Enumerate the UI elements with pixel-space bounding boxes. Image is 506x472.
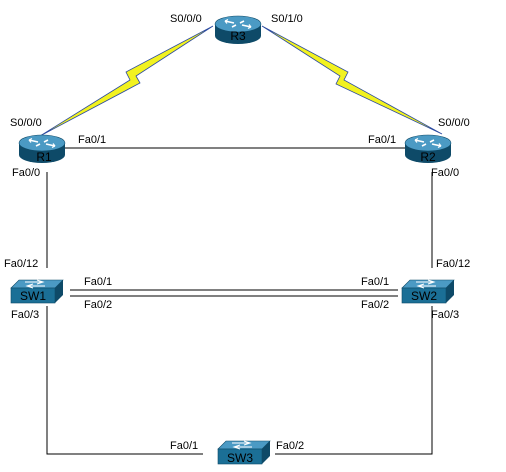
switch-sw1[interactable]: SW1 bbox=[10, 279, 64, 304]
link-sw1-sw3 bbox=[46, 306, 203, 455]
r3-label: R3 bbox=[230, 29, 246, 43]
r1-label: R1 bbox=[36, 150, 52, 164]
router-r3[interactable]: R3 bbox=[214, 15, 262, 45]
sw3-port-fa02: Fa0/2 bbox=[276, 440, 304, 452]
router-r1[interactable]: R1 bbox=[18, 134, 66, 164]
switch-sw3[interactable]: SW3 bbox=[217, 440, 271, 465]
r2-port-s000: S0/0/0 bbox=[438, 117, 470, 129]
r3-port-s010: S0/1/0 bbox=[271, 13, 303, 25]
r2-port-fa01: Fa0/1 bbox=[368, 134, 396, 146]
sw1-port-fa02: Fa0/2 bbox=[84, 299, 112, 311]
link-sw2-sw3 bbox=[275, 306, 433, 455]
switch-sw2[interactable]: SW2 bbox=[401, 279, 455, 304]
r2-port-fa00: Fa0/0 bbox=[431, 167, 459, 179]
sw2-port-fa03: Fa0/3 bbox=[431, 309, 459, 321]
sw3-label: SW3 bbox=[227, 451, 253, 465]
sw2-port-fa02: Fa0/2 bbox=[361, 299, 389, 311]
sw3-port-fa01: Fa0/1 bbox=[170, 440, 198, 452]
r1-port-s000: S0/0/0 bbox=[10, 117, 42, 129]
serial-link-r3-r2 bbox=[261, 25, 443, 135]
sw1-port-fa012: Fa0/12 bbox=[4, 258, 38, 270]
r1-port-fa00: Fa0/0 bbox=[12, 167, 40, 179]
sw2-port-fa01: Fa0/1 bbox=[361, 276, 389, 288]
r2-label: R2 bbox=[420, 150, 436, 164]
r1-port-fa01: Fa0/1 bbox=[78, 134, 106, 146]
sw1-port-fa01: Fa0/1 bbox=[84, 276, 112, 288]
sw2-port-fa012: Fa0/12 bbox=[436, 258, 470, 270]
sw2-label: SW2 bbox=[411, 289, 437, 303]
serial-link-r1-r3 bbox=[39, 25, 214, 137]
r3-port-s000: S0/0/0 bbox=[170, 13, 202, 25]
sw1-port-fa03: Fa0/3 bbox=[11, 309, 39, 321]
sw1-label: SW1 bbox=[20, 289, 46, 303]
router-r2[interactable]: R2 bbox=[404, 134, 452, 164]
